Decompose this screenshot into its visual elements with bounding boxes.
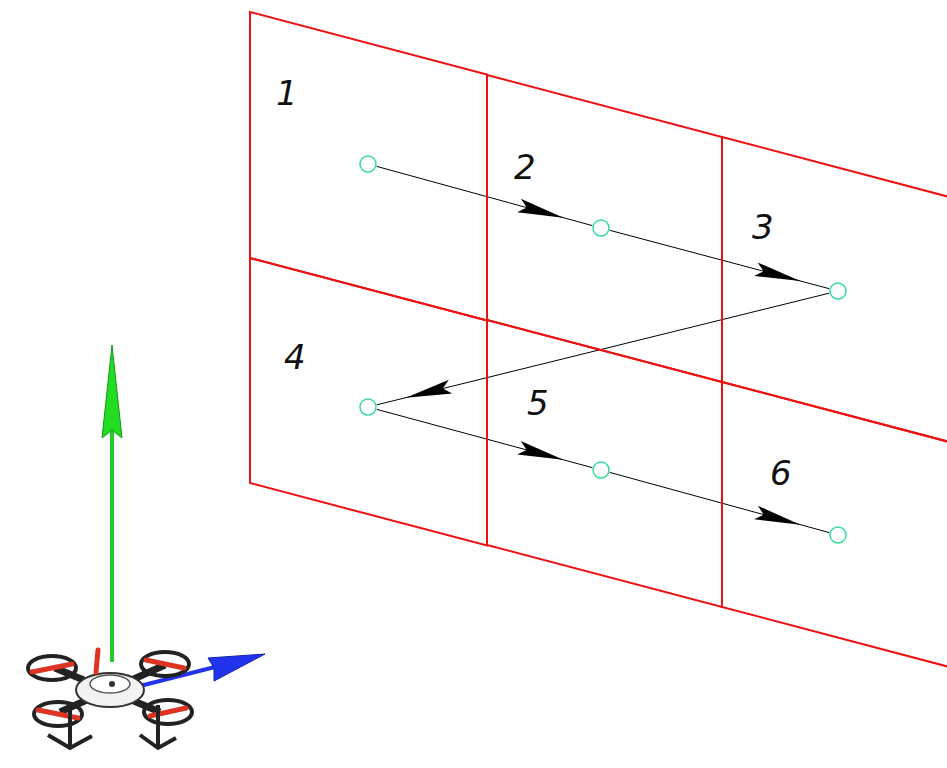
cell-number: 3 — [752, 210, 774, 244]
cell-outline — [487, 75, 722, 382]
path-arrow — [610, 472, 830, 532]
waypoint-circle — [360, 399, 376, 415]
axis-head — [208, 654, 265, 681]
grid-cell: 4 — [250, 258, 487, 546]
cell-number: 6 — [770, 456, 792, 490]
waypoint-circle — [593, 220, 609, 236]
waypoint-circle — [360, 156, 376, 172]
cell-number: 5 — [527, 386, 549, 420]
axis-head — [102, 345, 122, 438]
waypoint-circle — [830, 283, 846, 299]
cell-number: 2 — [514, 150, 536, 184]
grid-cell: 3 — [722, 137, 947, 446]
grid-cell: 5 — [487, 320, 722, 607]
cell-outline — [250, 258, 487, 546]
grid-cell: 1 — [250, 12, 487, 321]
axis-line — [110, 430, 114, 662]
drone — [28, 650, 192, 748]
cell-outline — [487, 320, 722, 607]
grid-cell: 6 — [722, 382, 947, 671]
path-arrow — [610, 230, 830, 288]
cell-number: 4 — [284, 340, 306, 374]
cell-outline — [250, 12, 487, 321]
path-arrow — [377, 409, 593, 467]
grid-cell: 2 — [487, 75, 722, 382]
cell-outline — [722, 382, 947, 671]
cell-number: 1 — [276, 76, 298, 110]
path-arrow — [377, 166, 593, 225]
cell-outline — [722, 137, 947, 446]
waypoint-circle — [830, 527, 846, 543]
waypoint-circle — [593, 462, 609, 478]
